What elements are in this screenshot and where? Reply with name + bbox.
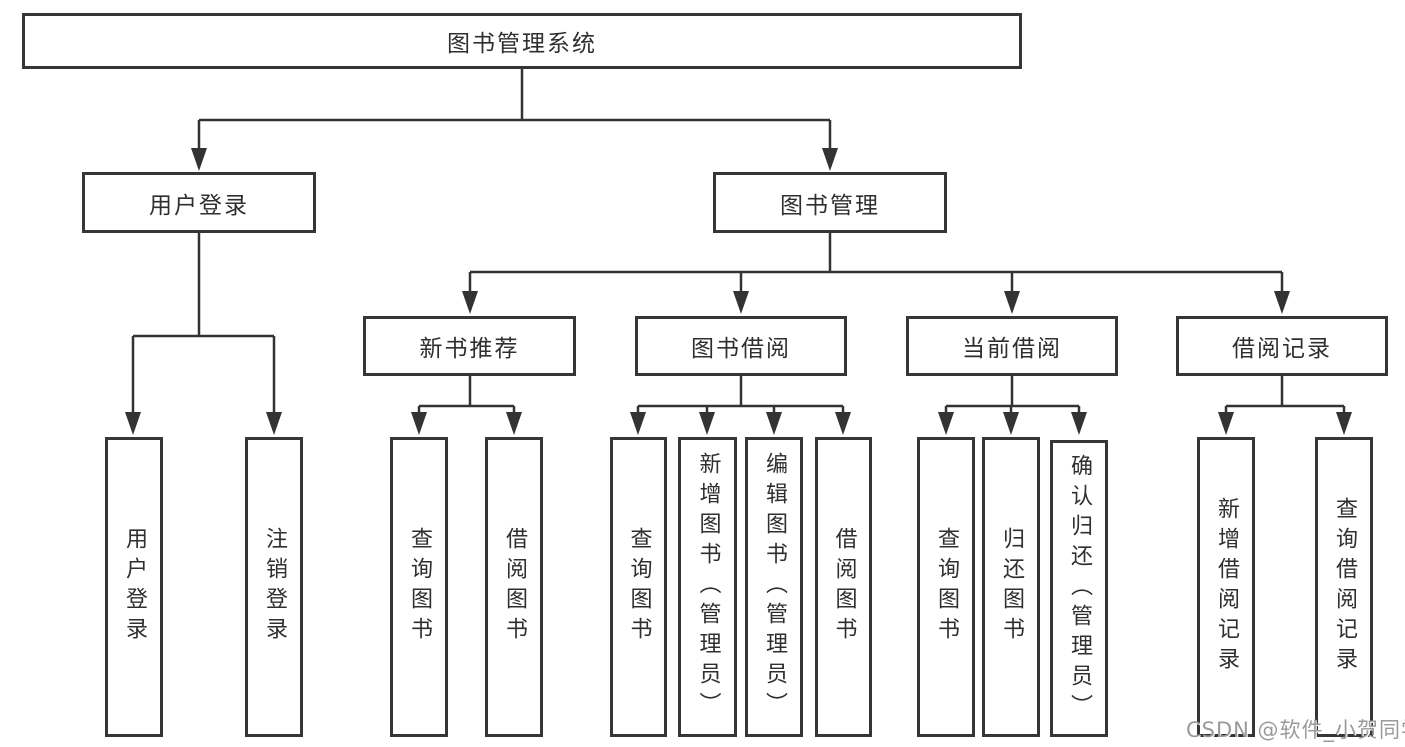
branch-book-borrowing	[630, 376, 851, 435]
node-current-borrowing-label: 当前借阅	[962, 336, 1062, 362]
branch-book-management	[462, 233, 1290, 314]
branch-root	[191, 69, 838, 171]
leaf-borrowing-borrow-books-label: 借阅图书	[831, 527, 857, 647]
leaf-user-login: 用户登录	[105, 437, 163, 737]
leaf-logout-label: 注销登录	[262, 527, 287, 647]
leaf-current-confirm-return-admin: 确认归还（管理员）	[1050, 440, 1108, 737]
leaf-recommend-query-books: 查询图书	[390, 437, 448, 737]
leaf-recommend-query-books-label: 查询图书	[407, 527, 432, 647]
leaf-borrowing-add-books-admin: 新增图书（管理员）	[678, 437, 737, 737]
leaf-current-confirm-return-admin-label: 确认归还（管理员）	[1067, 453, 1092, 724]
node-new-book-recommend-label: 新书推荐	[419, 336, 520, 362]
leaf-records-query-record-label: 查询借阅记录	[1332, 497, 1357, 677]
branch-new-book-recommend	[411, 376, 522, 435]
node-current-borrowing: 当前借阅	[906, 316, 1118, 376]
leaf-borrowing-add-books-admin-label: 新增图书（管理员）	[695, 452, 721, 722]
leaf-recommend-borrow-books-label: 借阅图书	[502, 527, 527, 647]
branch-user-login	[125, 233, 282, 435]
leaf-borrowing-edit-books-admin: 编辑图书（管理员）	[745, 437, 803, 737]
leaf-records-add-record: 新增借阅记录	[1197, 437, 1255, 737]
node-borrow-records: 借阅记录	[1176, 316, 1388, 376]
leaf-borrowing-query-books-label: 查询图书	[626, 527, 652, 647]
node-book-management-label: 图书管理	[780, 192, 880, 219]
leaf-current-return-books: 归还图书	[982, 437, 1040, 737]
node-book-borrowing-label: 图书借阅	[691, 336, 791, 362]
leaf-borrowing-borrow-books: 借阅图书	[815, 437, 872, 737]
leaf-borrowing-edit-books-admin-label: 编辑图书（管理员）	[762, 452, 787, 722]
leaf-current-query-books: 查询图书	[917, 437, 975, 737]
node-book-borrowing: 图书借阅	[635, 316, 847, 376]
node-root: 图书管理系统	[22, 13, 1022, 69]
node-new-book-recommend: 新书推荐	[363, 316, 576, 376]
branch-current-borrowing	[938, 376, 1087, 435]
node-book-management: 图书管理	[713, 172, 947, 233]
leaf-records-query-record: 查询借阅记录	[1315, 437, 1373, 737]
leaf-user-login-label: 用户登录	[122, 527, 147, 647]
branch-borrow-records	[1218, 376, 1352, 435]
leaf-recommend-borrow-books: 借阅图书	[485, 437, 543, 737]
leaf-logout: 注销登录	[245, 437, 303, 737]
node-user-login: 用户登录	[82, 172, 316, 233]
leaf-records-add-record-label: 新增借阅记录	[1214, 497, 1239, 677]
leaf-current-return-books-label: 归还图书	[999, 527, 1024, 647]
node-root-label: 图书管理系统	[447, 31, 597, 57]
leaf-borrowing-query-books: 查询图书	[610, 437, 667, 737]
leaf-current-query-books-label: 查询图书	[934, 527, 959, 647]
node-borrow-records-label: 借阅记录	[1232, 336, 1332, 362]
node-user-login-label: 用户登录	[149, 192, 249, 219]
csdn-watermark: CSDN @软件_小贺同学	[1186, 718, 1405, 742]
